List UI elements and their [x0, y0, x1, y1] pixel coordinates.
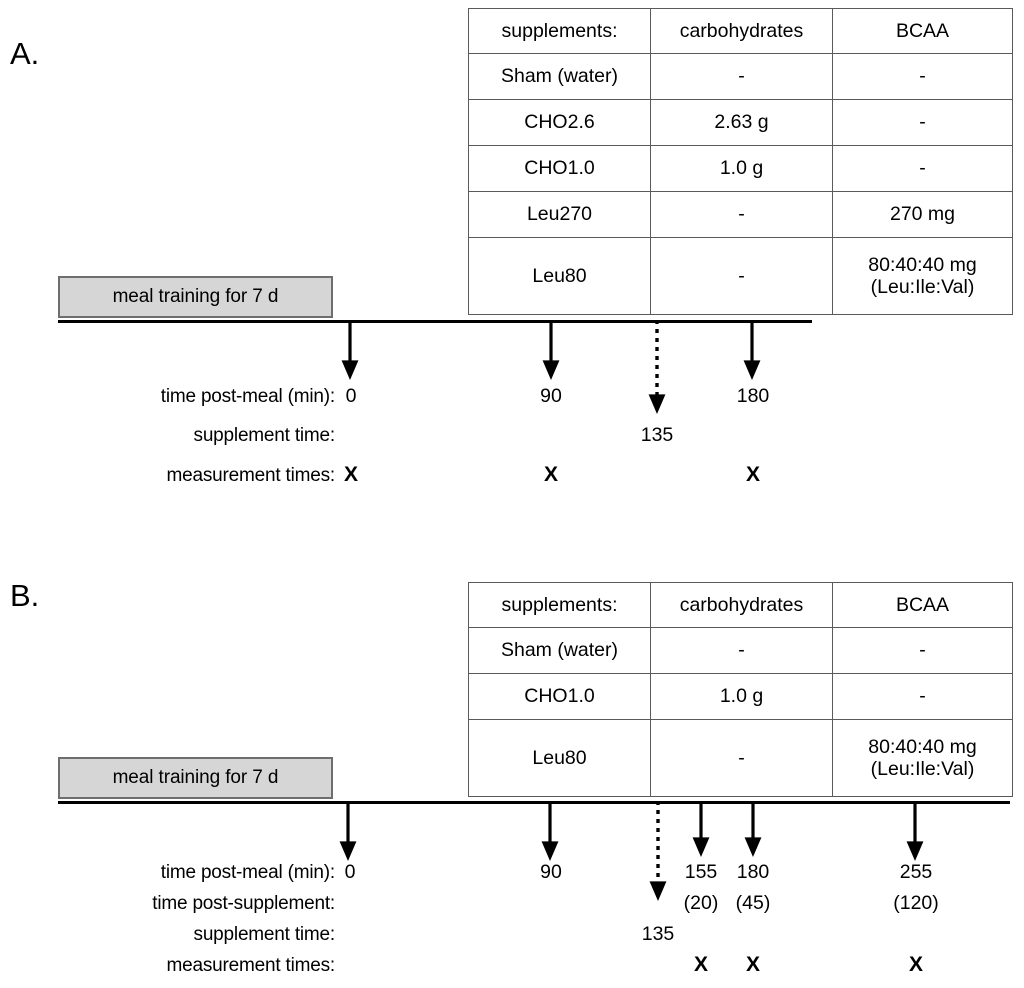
cell-bcaa: - — [832, 99, 1013, 146]
label-time-post-meal-a: time post-meal (min): — [160, 386, 335, 407]
table-row: Leu270 - 270 mg — [468, 191, 1013, 238]
cell-supplement: CHO2.6 — [468, 99, 651, 146]
arrow-head-0 — [339, 841, 357, 862]
cell-supplement: Leu80 — [468, 719, 651, 797]
post-supplement-value-45-b: (45) — [735, 892, 771, 914]
cell-bcaa: - — [832, 145, 1013, 192]
label-time-post-meal-b: time post-meal (min): — [160, 862, 335, 883]
header-carbohydrates: carbohydrates — [650, 8, 833, 54]
time-value-0-a: 0 — [345, 385, 357, 407]
timeline-axis-b — [58, 801, 1010, 804]
time-value-155-b: 155 — [684, 861, 718, 883]
cell-carbohydrates: - — [650, 237, 833, 315]
label-supplement-time-a: supplement time: — [193, 425, 336, 446]
header-supplements: supplements: — [468, 582, 651, 628]
cell-bcaa: 80:40:40 mg (Leu:Ile:Val) — [832, 237, 1013, 315]
panel-a: A. supplements: carbohydrates BCAA Sham … — [10, 8, 1013, 486]
time-value-90-a: 90 — [540, 385, 562, 407]
label-time-post-supplement-b: time post-supplement: — [152, 893, 335, 914]
measurement-mark-90-a: X — [543, 463, 559, 486]
panel-b-letter: B. — [10, 578, 40, 613]
cell-supplement: Sham (water) — [468, 53, 651, 100]
cell-carbohydrates: 2.63 g — [650, 99, 833, 146]
supplement-time-value-a: 135 — [640, 424, 674, 446]
cell-supplement: Leu270 — [468, 191, 651, 238]
panel-a-letter: A. — [10, 36, 40, 71]
time-value-0-b: 0 — [344, 861, 356, 883]
table-row: CHO1.0 1.0 g - — [468, 673, 1013, 720]
measurement-mark-255-b: X — [908, 953, 924, 976]
table-row: Sham (water) - - — [468, 627, 1013, 674]
header-bcaa: BCAA — [832, 582, 1013, 628]
header-bcaa: BCAA — [832, 8, 1013, 54]
arrow-head-90 — [541, 841, 559, 862]
cell-carbohydrates: - — [650, 53, 833, 100]
label-measurement-times-a: measurement times: — [166, 465, 335, 486]
arrow-head-supplement-135 — [648, 394, 666, 415]
time-value-255-b: 255 — [899, 861, 933, 883]
time-value-180-a: 180 — [736, 385, 770, 407]
label-supplement-time-b: supplement time: — [193, 924, 336, 945]
cell-bcaa: - — [832, 673, 1013, 720]
table-row: CHO2.6 2.63 g - — [468, 99, 1013, 146]
label-measurement-times-b: measurement times: — [166, 955, 335, 976]
supplement-table-b: supplements: carbohydrates BCAA Sham (wa… — [468, 582, 1013, 797]
time-value-90-b: 90 — [540, 861, 562, 883]
arrow-head-180 — [743, 360, 761, 381]
measurement-mark-180-b: X — [745, 953, 761, 976]
post-supplement-value-120-b: (120) — [893, 892, 939, 914]
cell-carbohydrates: - — [650, 719, 833, 797]
supplement-table-a: supplements: carbohydrates BCAA Sham (wa… — [468, 8, 1013, 315]
measurement-mark-180-a: X — [745, 463, 761, 486]
table-header-row: supplements: carbohydrates BCAA — [468, 582, 1013, 628]
cell-bcaa: - — [832, 627, 1013, 674]
meal-training-box-b: meal training for 7 d — [58, 757, 333, 799]
cell-supplement: Sham (water) — [468, 627, 651, 674]
table-row: Leu80 - 80:40:40 mg (Leu:Ile:Val) — [468, 237, 1013, 315]
arrow-head-255 — [906, 841, 924, 862]
measurement-mark-0-a: X — [343, 463, 359, 486]
panel-b: B. supplements: carbohydrates BCAA Sham … — [0, 560, 1024, 988]
arrow-head-supplement-135 — [649, 881, 667, 902]
timeline-axis-a — [58, 320, 812, 323]
cell-carbohydrates: - — [650, 627, 833, 674]
timeline-arrows-b — [339, 801, 924, 902]
cell-carbohydrates: - — [650, 191, 833, 238]
meal-training-box-a: meal training for 7 d — [58, 276, 333, 318]
measurement-mark-155-b: X — [693, 953, 709, 976]
header-supplements: supplements: — [468, 8, 651, 54]
table-header-row: supplements: carbohydrates BCAA — [468, 8, 1013, 54]
cell-supplement: CHO1.0 — [468, 145, 651, 192]
supplement-time-value-b: 135 — [641, 923, 675, 945]
cell-supplement: Leu80 — [468, 237, 651, 315]
arrow-head-155 — [692, 837, 710, 858]
table-row: CHO1.0 1.0 g - — [468, 145, 1013, 192]
table-row: Leu80 - 80:40:40 mg (Leu:Ile:Val) — [468, 719, 1013, 797]
post-supplement-value-20-b: (20) — [683, 892, 719, 914]
arrow-head-180 — [744, 837, 762, 858]
cell-bcaa: 270 mg — [832, 191, 1013, 238]
time-value-180-b: 180 — [736, 861, 770, 883]
cell-carbohydrates: 1.0 g — [650, 673, 833, 720]
cell-bcaa: - — [832, 53, 1013, 100]
cell-carbohydrates: 1.0 g — [650, 145, 833, 192]
cell-bcaa: 80:40:40 mg (Leu:Ile:Val) — [832, 719, 1013, 797]
header-carbohydrates: carbohydrates — [650, 582, 833, 628]
arrow-head-0 — [341, 360, 359, 381]
table-row: Sham (water) - - — [468, 53, 1013, 100]
arrow-head-90 — [542, 360, 560, 381]
cell-supplement: CHO1.0 — [468, 673, 651, 720]
timeline-arrows-a — [341, 320, 761, 415]
